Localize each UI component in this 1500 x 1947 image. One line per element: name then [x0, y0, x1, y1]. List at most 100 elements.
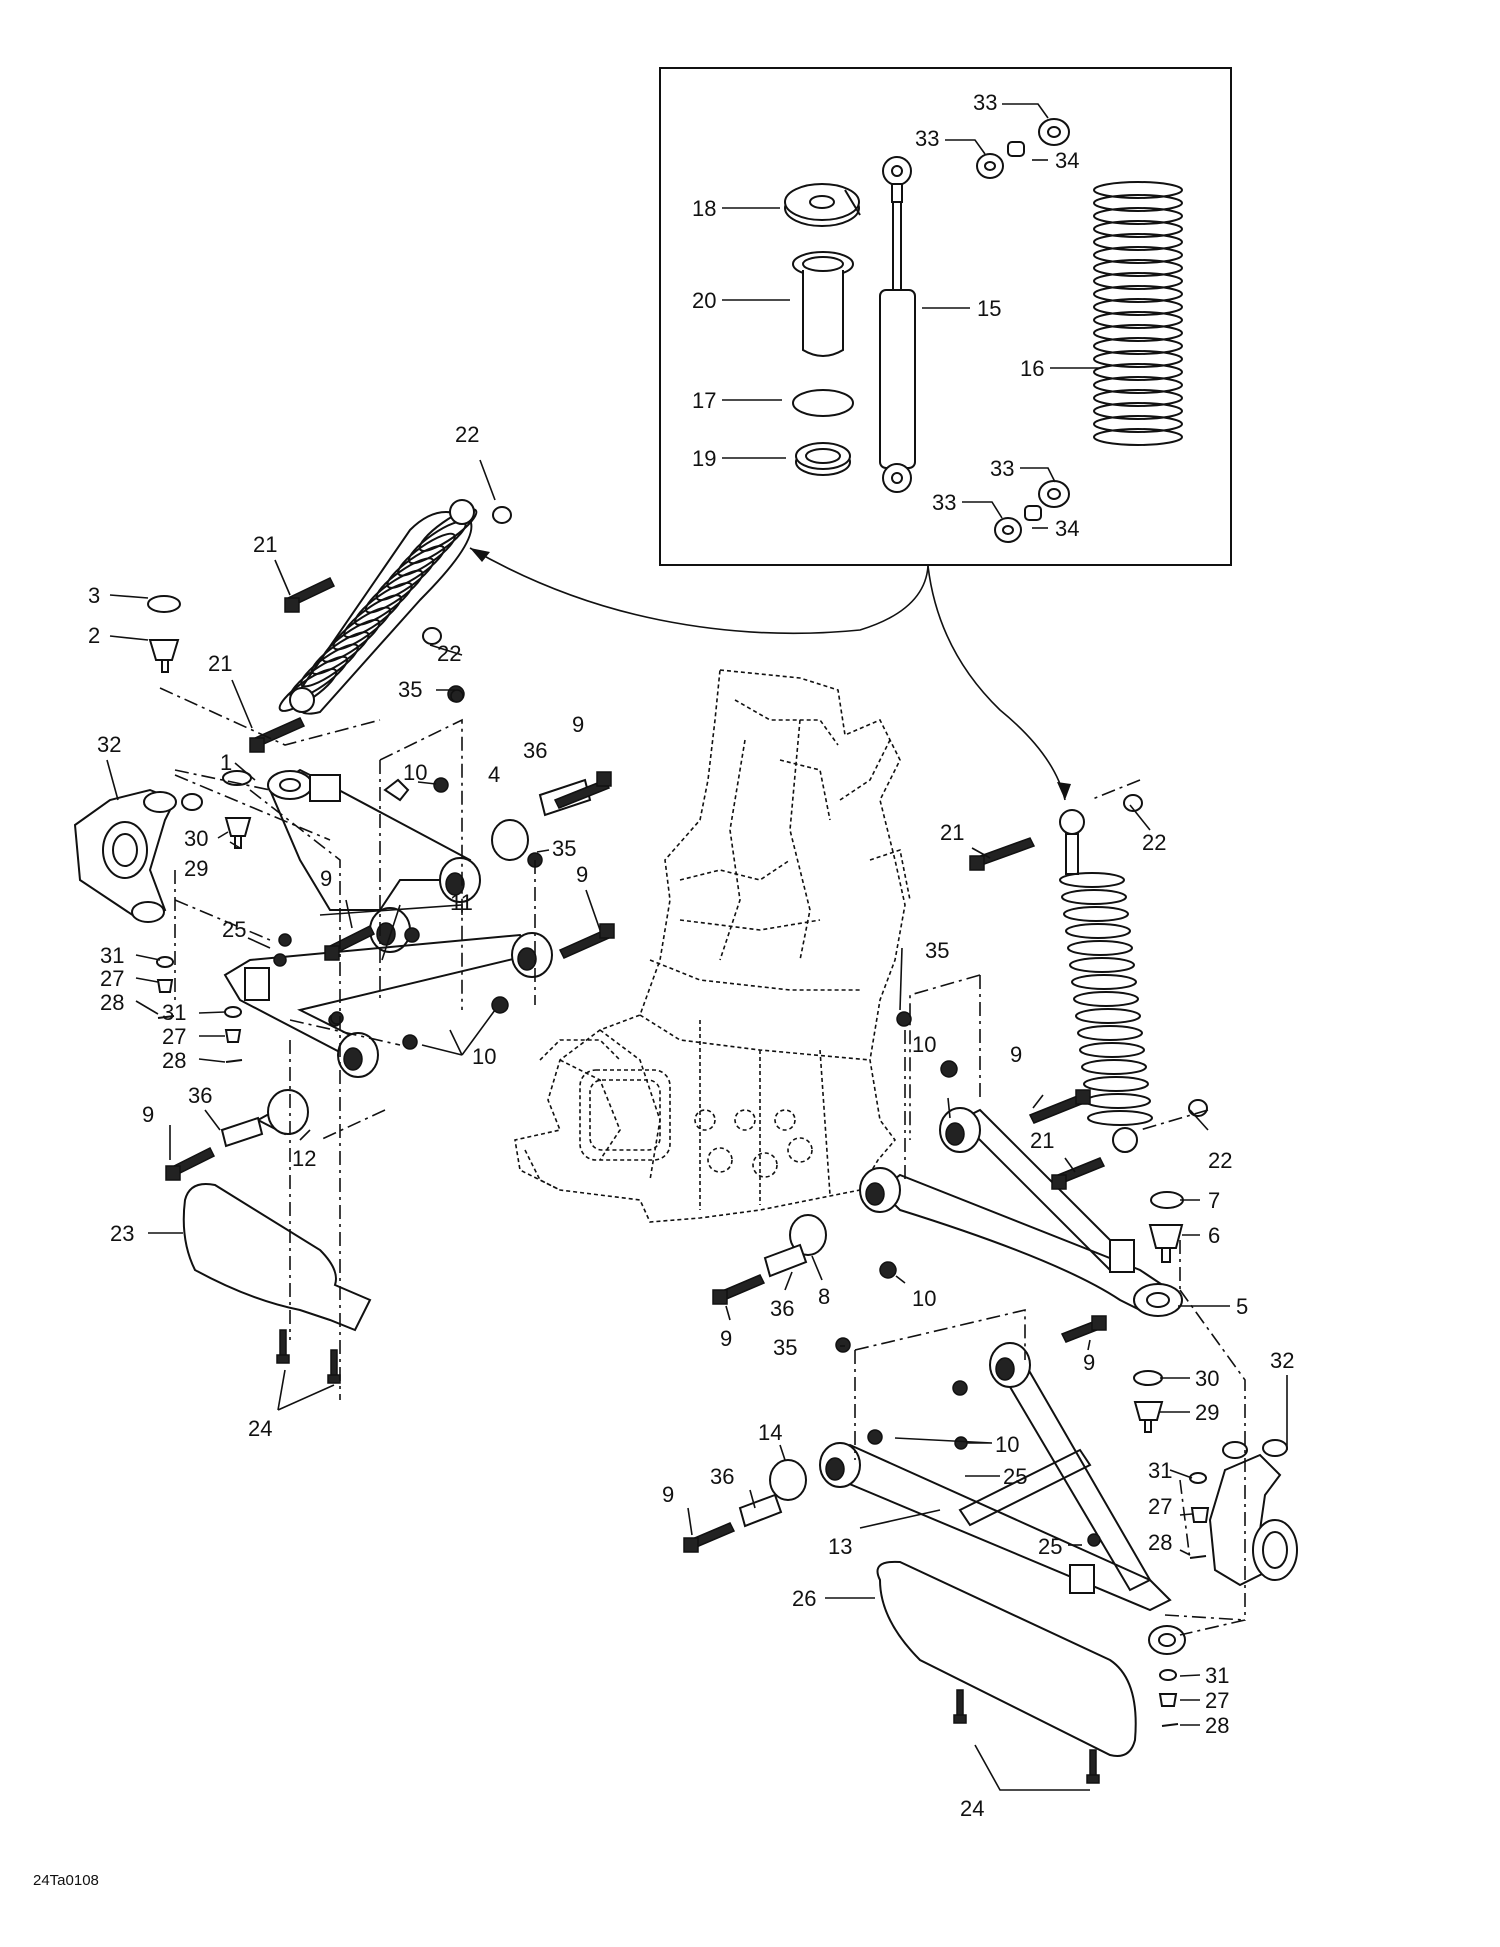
left-skid-plate-23 — [182, 1183, 372, 1332]
coil-turn — [1093, 337, 1183, 355]
label-11: 11 — [450, 890, 473, 915]
coil-spring-16 — [1093, 181, 1183, 446]
inset-label-0: 33 — [973, 90, 997, 115]
coil-turn — [364, 569, 424, 614]
right-spindle-32 — [1208, 1439, 1298, 1587]
label-31-b: 31 — [162, 1000, 186, 1025]
bushings-bottom — [994, 480, 1070, 543]
label-9-d: 9 — [142, 1102, 154, 1127]
coil-turn — [418, 508, 478, 552]
label-36-b: 36 — [188, 1083, 212, 1108]
coil-turn — [1093, 363, 1183, 381]
coil-turn — [1093, 246, 1183, 264]
label-29-right: 29 — [1195, 1400, 1219, 1425]
coil-turn — [1093, 350, 1183, 368]
label-10-a: 10 — [403, 760, 427, 785]
coil-turn — [375, 557, 435, 602]
label-24-right: 24 — [960, 1796, 984, 1821]
label-27-c: 27 — [1148, 1494, 1172, 1519]
label-13: 13 — [828, 1534, 852, 1559]
inset-frame — [659, 67, 1232, 566]
coil-turn — [1093, 311, 1183, 329]
coil-turn — [300, 643, 359, 688]
label-14: 14 — [758, 1420, 782, 1445]
label-35-right-low: 35 — [773, 1335, 797, 1360]
right-skid-plate-26 — [876, 1560, 1137, 1757]
coil-turn — [1093, 207, 1183, 225]
coil-turn — [1093, 376, 1183, 394]
label-28-d: 28 — [1205, 1713, 1229, 1738]
coil-turn — [343, 594, 402, 639]
coil-turn — [332, 606, 392, 651]
spring-cup-18 — [784, 183, 861, 227]
label-8: 8 — [818, 1284, 830, 1309]
label-30-left: 30 — [184, 826, 208, 851]
coil-turn — [1093, 259, 1183, 277]
coil-turn — [1093, 181, 1183, 199]
label-25-left: 25 — [222, 917, 246, 942]
leader-lines — [106, 103, 1288, 1791]
coil-turn — [1093, 402, 1183, 420]
label-28-a: 28 — [100, 990, 124, 1015]
coil-turn — [1093, 233, 1183, 251]
label-10-b: 10 — [472, 1044, 496, 1069]
coil-turn — [1075, 1008, 1141, 1024]
coil-turn — [310, 631, 370, 675]
label-9-c: 9 — [576, 862, 588, 887]
label-22-mid: 22 — [437, 641, 461, 666]
sleeve-20 — [792, 251, 854, 357]
coil-turn — [1063, 906, 1129, 922]
label-32-right: 32 — [1270, 1348, 1294, 1373]
label-36-c: 36 — [770, 1296, 794, 1321]
coil-turn — [1071, 974, 1137, 990]
label-7: 7 — [1208, 1188, 1220, 1213]
label-31-c: 31 — [1148, 1458, 1172, 1483]
coil-turn — [1077, 1025, 1143, 1041]
label-21-right-top: 21 — [940, 820, 964, 845]
inset-shock-components — [659, 67, 1232, 566]
label-21-right-mid: 21 — [1030, 1128, 1054, 1153]
diagram-code: 24Ta0108 — [33, 1872, 99, 1889]
label-12: 12 — [292, 1146, 316, 1171]
coil-turn — [1067, 940, 1133, 956]
coil-turn — [1093, 324, 1183, 342]
label-9-b: 9 — [320, 866, 332, 891]
label-29-left: 29 — [184, 856, 208, 881]
right-small-parts — [683, 794, 1210, 1784]
label-28-c: 28 — [1148, 1530, 1172, 1555]
left-shock-assembly — [278, 499, 478, 715]
label-5: 5 — [1236, 1294, 1248, 1319]
label-35-left: 35 — [398, 677, 422, 702]
label-9-g: 9 — [1083, 1350, 1095, 1375]
inset-label-5: 20 — [692, 288, 716, 313]
coil-turn — [1093, 272, 1183, 290]
inset-label-6: 16 — [1020, 356, 1044, 381]
label-9-e: 9 — [1010, 1042, 1022, 1067]
upper-left-a-arm-1 — [267, 768, 481, 953]
label-6: 6 — [1208, 1223, 1220, 1248]
coil-turn — [1093, 220, 1183, 238]
label-4: 4 — [488, 762, 500, 787]
arrow-to-right-shock — [927, 565, 1066, 801]
label-26: 26 — [792, 1586, 816, 1611]
coil-turn — [1073, 991, 1139, 1007]
collar-19 — [795, 442, 851, 476]
label-24-left: 24 — [248, 1416, 272, 1441]
coil-turn — [1093, 285, 1183, 303]
label-35-right: 35 — [925, 938, 949, 963]
label-31-a: 31 — [100, 943, 124, 968]
inset-label-9: 33 — [990, 456, 1014, 481]
label-9-f: 9 — [720, 1326, 732, 1351]
label-27-b: 27 — [162, 1024, 186, 1049]
coil-turn — [1093, 415, 1183, 433]
bushings-top — [976, 118, 1070, 179]
coil-turn — [1065, 923, 1131, 939]
label-32-left: 32 — [97, 732, 121, 757]
label-36-a: 36 — [523, 738, 547, 763]
coil-turn — [1087, 1110, 1153, 1126]
inset-label-11: 34 — [1055, 516, 1079, 541]
ring-17 — [792, 389, 854, 417]
shock-absorber-15 — [879, 156, 916, 493]
inset-label-4: 15 — [977, 296, 1001, 321]
